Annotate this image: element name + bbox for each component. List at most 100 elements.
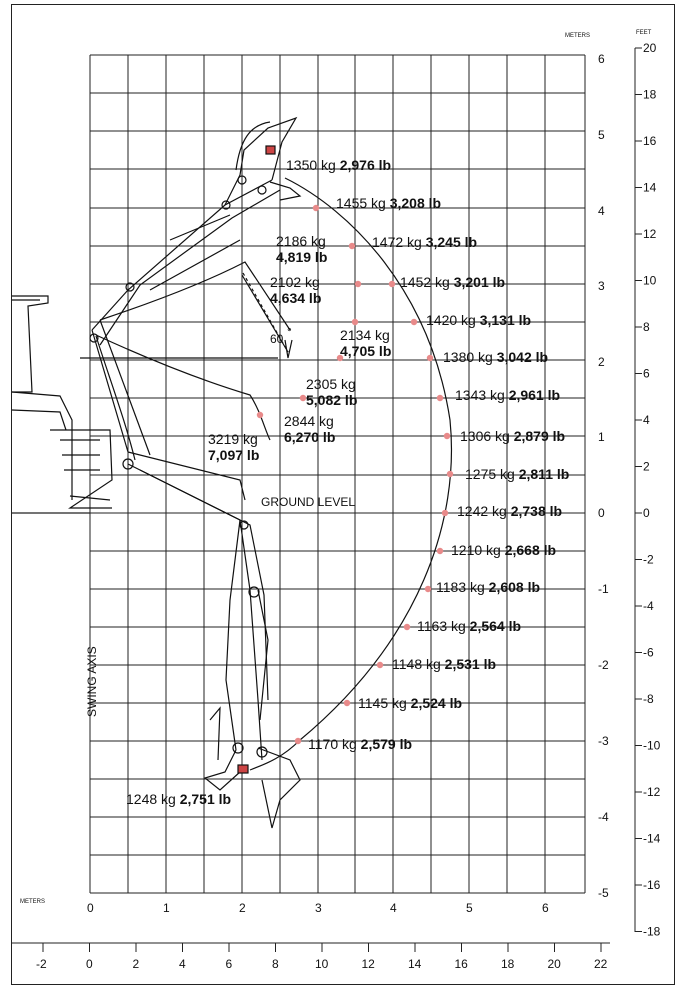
- bottom-meters-tick-label: 3: [315, 901, 322, 915]
- meters-tick-label: 3: [598, 279, 605, 293]
- capacity-kg-label: 2102 kg: [270, 274, 320, 290]
- meters-tick-label: -1: [598, 582, 609, 596]
- bottom-feet-tick-label: 10: [315, 957, 329, 971]
- capacity-lb-label: 2,738 lb: [511, 503, 562, 519]
- capacity-point: [294, 737, 302, 745]
- angle-degree-symbol: °: [287, 325, 292, 339]
- capacity-lb-label: 2,811 lb: [519, 466, 570, 482]
- capacity-lb-label: 2,961 lb: [509, 387, 560, 403]
- bottom-meters-tick-label: 4: [390, 901, 397, 915]
- bottom-feet-tick-label: 20: [548, 957, 562, 971]
- bottom-meters-tick-label: 2: [239, 901, 246, 915]
- capacity-point: [436, 547, 444, 555]
- feet-tick-label: 2: [643, 460, 650, 474]
- capacity-kg-label: 1472 kg: [372, 234, 426, 250]
- capacity-lb-label: 5,082 lb: [306, 392, 357, 408]
- capacity-kg-label: 1183 kg: [436, 579, 489, 595]
- capacity-point: [388, 280, 396, 288]
- capacity-point-markers: [256, 204, 454, 745]
- backhoe-drawing: [11, 116, 453, 829]
- capacity-label: 1472 kg 3,245 lb: [372, 234, 477, 250]
- capacity-label: 1275 kg 2,811 lb: [465, 466, 569, 482]
- capacity-lb-label: 4,819 lb: [276, 249, 327, 265]
- capacity-lb-label: 2,668 lb: [505, 542, 556, 558]
- capacity-kg-label: 2305 kg: [306, 376, 356, 392]
- capacity-lb-label: 3,245 lb: [426, 234, 477, 250]
- capacity-label: 1248 kg 2,751 lb: [126, 791, 231, 807]
- bottom-feet-tick-label: 16: [455, 957, 469, 971]
- capacity-point: [336, 354, 344, 362]
- feet-tick-label: 4: [643, 413, 650, 427]
- feet-tick-label: 18: [643, 88, 657, 102]
- meters-tick-label: -5: [598, 886, 609, 900]
- capacity-label: 1343 kg 2,961 lb: [455, 387, 560, 403]
- meters-tick-label: -4: [598, 810, 609, 824]
- feet-tick-label: 0: [643, 506, 650, 520]
- capacity-lb-label: 3,201 lb: [454, 274, 505, 290]
- meters-tick-label: -2: [598, 658, 609, 672]
- bottom-meters-tick-label: 5: [466, 901, 473, 915]
- capacity-point: [443, 432, 451, 440]
- capacity-lb-label: 2,531 lb: [445, 656, 496, 672]
- capacity-point: [348, 242, 356, 250]
- capacity-kg-label: 1275 kg: [465, 466, 519, 482]
- feet-tick-label: 6: [643, 367, 650, 381]
- capacity-kg-label: 1455 kg: [336, 195, 390, 211]
- bottom-feet-tick-label: 22: [594, 957, 608, 971]
- capacity-kg-label: 1145 kg: [358, 695, 411, 711]
- meters-unit-label-bottom: METERS: [20, 899, 45, 905]
- capacity-lb-label: 2,976 lb: [340, 157, 391, 173]
- capacity-lb-label: 3,131 lb: [480, 312, 531, 328]
- capacity-label: 1145 kg 2,524 lb: [358, 695, 462, 711]
- capacity-point: [403, 623, 411, 631]
- capacity-kg-label: 1170 kg: [308, 736, 361, 752]
- capacity-label: 1306 kg 2,879 lb: [460, 428, 565, 444]
- capacity-lb-label: 2,751 lb: [180, 791, 231, 807]
- bottom-feet-tick-label: 0: [86, 957, 93, 971]
- feet-tick-label: -14: [643, 832, 661, 846]
- capacity-kg-label: 1248 kg: [126, 791, 180, 807]
- capacity-point: [376, 661, 384, 669]
- capacity-point: [426, 354, 434, 362]
- capacity-label: 1242 kg 2,738 lb: [457, 503, 562, 519]
- capacity-kg-label: 1242 kg: [457, 503, 511, 519]
- bottom-feet-tick-label: -2: [36, 957, 47, 971]
- capacity-lb-label: 4,634 lb: [270, 290, 321, 306]
- capacity-point: [441, 509, 449, 517]
- bottom-feet-tick-label: 12: [362, 957, 376, 971]
- capacity-kg-label: 1380 kg: [443, 349, 497, 365]
- bottom-feet-tick-label: 6: [226, 957, 233, 971]
- feet-tick-label: 10: [643, 274, 657, 288]
- feet-tick-label: -16: [643, 878, 661, 892]
- capacity-lb-label: 6,270 lb: [284, 429, 335, 445]
- feet-tick-label: 8: [643, 320, 650, 334]
- meters-unit-label-top: METERS: [565, 33, 590, 39]
- capacity-lb-label: 2,564 lb: [470, 618, 521, 634]
- feet-tick-label: -12: [643, 785, 661, 799]
- capacity-lb-label: 2,524 lb: [411, 695, 462, 711]
- swing-axis-label: SWING AXIS: [85, 646, 99, 717]
- capacity-lb-label: 2,879 lb: [514, 428, 565, 444]
- capacity-label: 1452 kg 3,201 lb: [400, 274, 505, 290]
- capacity-label: 1183 kg 2,608 lb: [436, 579, 540, 595]
- meters-tick-label: 2: [598, 355, 605, 369]
- capacity-point: [256, 411, 264, 419]
- capacity-point: [410, 318, 418, 326]
- capacity-kg-label: 1163 kg: [417, 618, 470, 634]
- capacity-kg-label: 1420 kg: [426, 312, 480, 328]
- capacity-point: [424, 585, 432, 593]
- capacity-point: [446, 470, 454, 478]
- bottom-feet-tick-label: 14: [408, 957, 422, 971]
- angle-label: 60: [270, 332, 284, 346]
- feet-tick-label: 16: [643, 134, 657, 148]
- capacity-lb-label: 4,705 lb: [340, 343, 391, 359]
- capacity-kg-label: 1452 kg: [400, 274, 454, 290]
- capacity-point: [312, 204, 320, 212]
- ground-level-label: GROUND LEVEL: [261, 495, 355, 509]
- capacity-kg-label: 1343 kg: [455, 387, 509, 403]
- capacity-label: 1170 kg 2,579 lb: [308, 736, 412, 752]
- bottom-feet-tick-label: 18: [501, 957, 515, 971]
- bottom-meters-tick-label: 1: [163, 901, 170, 915]
- capacity-label: 1420 kg 3,131 lb: [426, 312, 531, 328]
